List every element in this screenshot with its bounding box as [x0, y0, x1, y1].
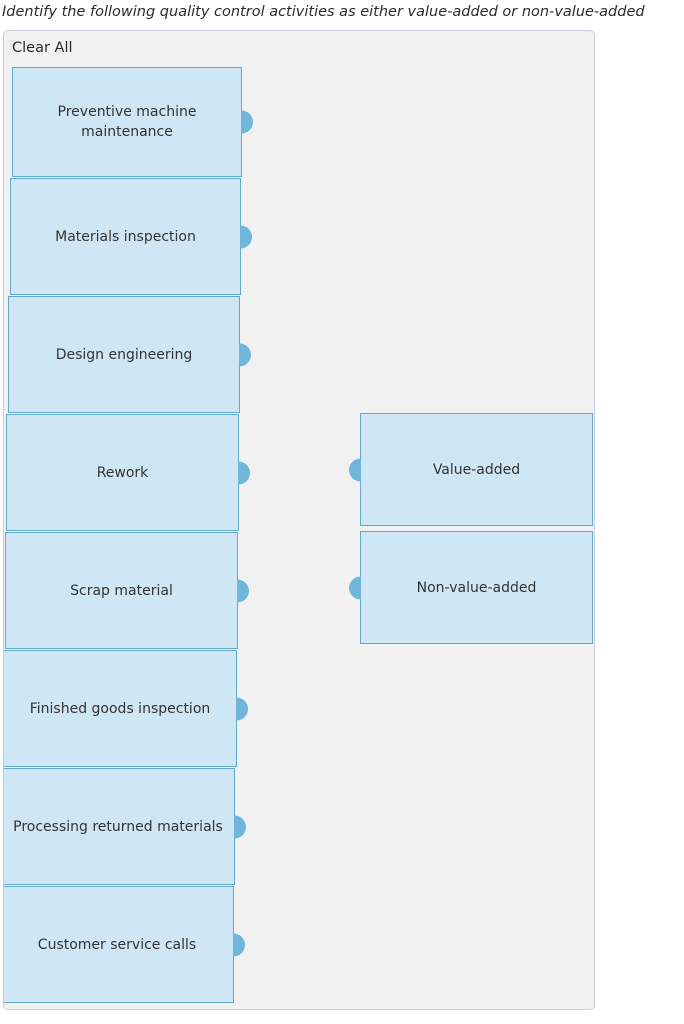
connector-nub-icon[interactable] — [233, 933, 245, 956]
drag-drop-panel: Clear All Preventive machine maintenance… — [3, 30, 595, 1010]
source-tile-2[interactable]: Design engineering — [8, 296, 251, 413]
source-tile-4[interactable]: Scrap material — [5, 532, 249, 649]
question-prompt: Identify the following quality control a… — [2, 4, 645, 20]
target-tile-label: Value-added — [432, 461, 521, 478]
connector-nub-icon[interactable] — [349, 576, 361, 599]
source-tile-label: Scrap material — [70, 582, 173, 599]
source-tile-0[interactable]: Preventive machine maintenance — [12, 67, 253, 177]
source-tile-1[interactable]: Materials inspection — [10, 178, 252, 295]
target-tile-0[interactable]: Value-added — [349, 413, 593, 526]
source-tile-label: Design engineering — [55, 346, 193, 363]
connector-nub-icon[interactable] — [239, 343, 251, 366]
source-tile-7[interactable]: Customer service calls — [4, 886, 245, 1003]
target-tile-label: Non-value-added — [416, 579, 537, 596]
source-tile-label: Finished goods inspection — [29, 700, 211, 717]
source-tile-label: Preventive machine maintenance — [57, 104, 197, 140]
connector-nub-icon[interactable] — [349, 458, 361, 481]
source-tile-label: Materials inspection — [55, 228, 196, 245]
connector-nub-icon[interactable] — [234, 815, 246, 838]
connector-nub-icon[interactable] — [237, 579, 249, 602]
source-tile-label: Rework — [96, 464, 149, 481]
source-tile-label: Customer service calls — [37, 936, 197, 953]
source-tile-6[interactable]: Processing returned materials — [4, 768, 246, 885]
connector-nub-icon[interactable] — [241, 110, 253, 134]
connector-nub-icon[interactable] — [240, 225, 252, 248]
source-tile-label: Processing returned materials — [13, 818, 223, 835]
target-tile-1[interactable]: Non-value-added — [349, 531, 593, 644]
connector-nub-icon[interactable] — [238, 461, 250, 484]
source-tile-5[interactable]: Finished goods inspection — [4, 650, 248, 767]
clear-all-button[interactable]: Clear All — [12, 40, 73, 56]
source-tile-3[interactable]: Rework — [6, 414, 250, 531]
connector-nub-icon[interactable] — [236, 697, 248, 720]
